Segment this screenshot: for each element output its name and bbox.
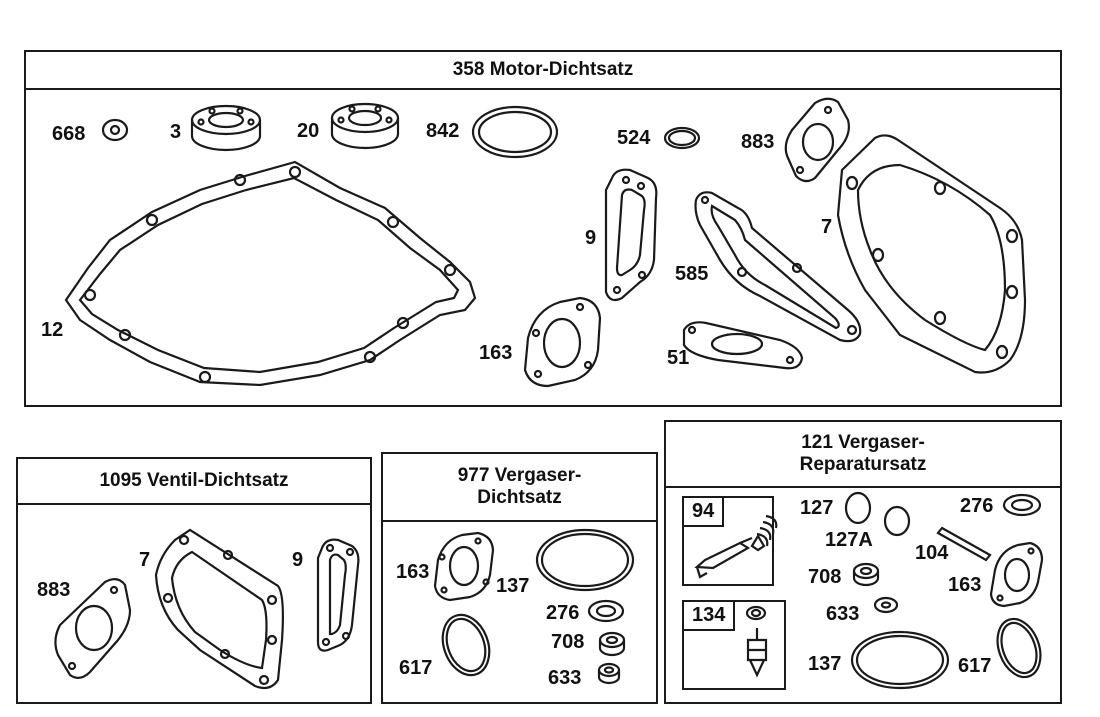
carb-part-label-137: 137 bbox=[496, 575, 530, 597]
carb-part-label-163: 163 bbox=[396, 561, 430, 583]
repair-carb-gasket-163-drawing bbox=[989, 541, 1044, 608]
part-label-3: 3 bbox=[170, 121, 182, 143]
carb-o-ring-137-drawing bbox=[535, 528, 635, 592]
welch-plug-127a-drawing bbox=[883, 505, 911, 537]
valve-part-label-7: 7 bbox=[139, 549, 151, 571]
part-label-524: 524 bbox=[617, 127, 651, 149]
part-label-20: 20 bbox=[297, 120, 320, 142]
carburetor-gasket-kit-panel: 977 Vergaser- Dichtsatz bbox=[381, 452, 658, 704]
carburetor-repair-kit-title: 121 Vergaser- Reparatursatz bbox=[666, 422, 1060, 488]
carb-seal-276-drawing bbox=[587, 599, 625, 623]
sub-kit-134-box: 134 bbox=[682, 600, 786, 690]
head-gasket-7-drawing bbox=[836, 134, 1027, 374]
repair-part-label-137: 137 bbox=[808, 653, 842, 675]
carb-part-label-633: 633 bbox=[548, 667, 582, 689]
part-label-51: 51 bbox=[667, 347, 690, 369]
repair-part-label-276: 276 bbox=[960, 495, 994, 517]
part-label-842: 842 bbox=[426, 120, 460, 142]
sub-kit-134-tag: 134 bbox=[684, 602, 736, 631]
ring-524-drawing bbox=[663, 126, 701, 150]
valve-part-label-883: 883 bbox=[37, 579, 71, 601]
welch-plug-127-drawing bbox=[844, 491, 872, 525]
carburetor-repair-kit-title-line1: 121 Vergaser- bbox=[801, 432, 925, 453]
valve-gasket-kit-title: 1095 Ventil-Dichtsatz bbox=[18, 459, 370, 505]
motor-gasket-kit-panel: 358 Motor-Dichtsatz bbox=[24, 50, 1062, 407]
part-label-585: 585 bbox=[675, 263, 709, 285]
repair-part-label-104: 104 bbox=[915, 542, 949, 564]
repair-part-label-163: 163 bbox=[948, 574, 982, 596]
valve-gasket-kit-title-text: 1095 Ventil-Dichtsatz bbox=[99, 470, 289, 491]
valve-gasket-9-drawing bbox=[604, 168, 658, 302]
part-label-668: 668 bbox=[52, 123, 86, 145]
repair-part-label-633: 633 bbox=[826, 603, 860, 625]
repair-seal-708-drawing bbox=[852, 562, 880, 587]
valve-cover-gasket-9-drawing bbox=[316, 538, 360, 652]
part-label-7: 7 bbox=[821, 216, 833, 238]
seal-668-drawing bbox=[101, 118, 129, 142]
needle-valve-134-drawing bbox=[745, 605, 768, 678]
part-label-12: 12 bbox=[41, 319, 64, 341]
repair-part-label-127: 127 bbox=[800, 497, 834, 519]
oil-seal-3-drawing bbox=[190, 104, 262, 152]
part-label-163: 163 bbox=[479, 342, 513, 364]
carb-seal-708-drawing bbox=[598, 631, 626, 657]
o-ring-842-drawing bbox=[471, 105, 559, 159]
motor-gasket-kit-title-text: 358 Motor-Dichtsatz bbox=[452, 59, 634, 80]
part-label-883: 883 bbox=[741, 131, 775, 153]
carburetor-gasket-kit-title-line1: 977 Vergaser- bbox=[457, 465, 582, 486]
pin-104-drawing bbox=[936, 526, 992, 562]
exhaust-gasket-51-drawing bbox=[682, 321, 804, 370]
carb-part-label-708: 708 bbox=[551, 631, 585, 653]
mixture-screw-94-drawing bbox=[694, 514, 778, 579]
valve-gasket-883-drawing bbox=[54, 578, 132, 679]
carb-gasket-163-small-drawing bbox=[433, 531, 495, 602]
valve-gasket-kit-panel: 1095 Ventil-Dichtsatz bbox=[16, 457, 372, 704]
repair-seal-276-drawing bbox=[1002, 493, 1042, 517]
carburetor-gasket-kit-title-line2: Dichtsatz bbox=[477, 487, 562, 508]
sub-kit-94-tag: 94 bbox=[684, 498, 725, 527]
repair-o-ring-137-drawing bbox=[850, 630, 950, 690]
crankcase-gasket-12-drawing bbox=[64, 160, 477, 387]
valve-part-label-9: 9 bbox=[292, 549, 304, 571]
repair-part-label-127a: 127A bbox=[825, 529, 873, 551]
gasket-883-drawing bbox=[784, 97, 850, 183]
repair-seal-633-drawing bbox=[873, 596, 899, 614]
carb-seal-633-drawing bbox=[597, 662, 621, 685]
repair-o-ring-617-drawing bbox=[996, 617, 1042, 679]
carburetor-repair-kit-title-line2: Reparatursatz bbox=[799, 454, 927, 475]
repair-part-label-708: 708 bbox=[808, 566, 842, 588]
carb-part-label-276: 276 bbox=[546, 602, 580, 624]
breather-gasket-585-drawing bbox=[694, 191, 862, 343]
oil-seal-20-drawing bbox=[330, 102, 400, 150]
carb-gasket-163-drawing bbox=[523, 296, 602, 388]
valve-head-gasket-7-drawing bbox=[154, 528, 284, 690]
motor-gasket-kit-title: 358 Motor-Dichtsatz bbox=[26, 52, 1060, 90]
repair-part-label-617: 617 bbox=[958, 655, 992, 677]
sub-kit-94-box: 94 bbox=[682, 496, 774, 586]
carburetor-gasket-kit-title: 977 Vergaser- Dichtsatz bbox=[383, 454, 656, 522]
carb-part-label-617: 617 bbox=[399, 657, 433, 679]
part-label-9: 9 bbox=[585, 227, 597, 249]
carb-o-ring-617-drawing bbox=[441, 613, 491, 677]
carburetor-repair-kit-panel: 121 Vergaser- Reparatursatz bbox=[664, 420, 1062, 704]
